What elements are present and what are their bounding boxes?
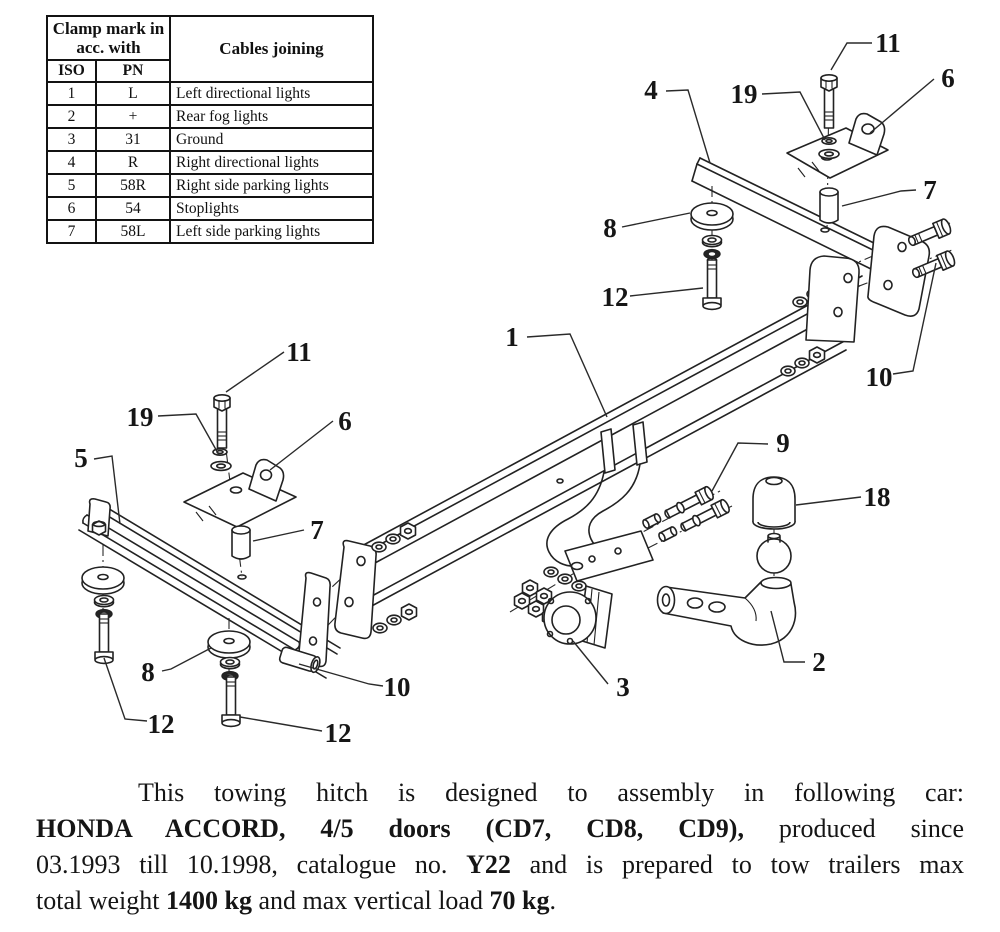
paragraph-line: total weight 1400 kg and max vertical lo…	[36, 883, 964, 919]
emphasized-text: Y22	[466, 850, 511, 879]
part-label-11: 11	[286, 337, 312, 367]
body-text: total weight	[36, 886, 166, 915]
part-washer-disc-8-left-2	[207, 630, 251, 682]
table-header-clamp-mark: Clamp mark in acc. with	[46, 15, 171, 61]
part-rail-left-5	[78, 498, 341, 679]
table-cell: Stoplights	[169, 196, 374, 221]
part-label-12: 12	[602, 282, 629, 312]
part-washer-disc-8-right	[690, 202, 734, 260]
table-cell: Left side parking lights	[169, 219, 374, 244]
table-cell: 4	[46, 150, 97, 175]
table-cell: Ground	[169, 127, 374, 152]
table-header-iso: ISO	[46, 59, 97, 83]
paragraph-line: HONDA ACCORD, 4/5 doors (CD7, CD8, CD9),…	[36, 811, 964, 847]
part-bracket-plate-6-right	[786, 112, 889, 179]
table-header-cables-joining: Cables joining	[169, 15, 374, 83]
paragraph-line: This towing hitch is designed to assembl…	[36, 775, 964, 811]
part-label-7: 7	[923, 175, 937, 205]
table-cell: Left directional lights	[169, 81, 374, 106]
part-rail-right-4	[691, 157, 881, 270]
table-row: 2+Rear fog lights	[46, 104, 374, 129]
table-cell: Right directional lights	[169, 150, 374, 175]
part-label-3: 3	[616, 672, 630, 702]
table-cell: Right side parking lights	[169, 173, 374, 198]
part-bolt-11-right	[820, 74, 838, 129]
part-bolt-12-left-1	[94, 611, 114, 665]
table-cell: +	[95, 104, 171, 129]
part-socket-plate-3	[543, 585, 613, 649]
table-cell: 58R	[95, 173, 171, 198]
crossbar-neck-bracket	[546, 421, 654, 582]
table-cell: 58L	[95, 219, 171, 244]
part-bolts-9	[640, 484, 732, 543]
table-cell: 54	[95, 196, 171, 221]
part-cover-cap-18	[752, 476, 796, 530]
part-label-2: 2	[812, 647, 826, 677]
crossbar-right-end-plates	[805, 225, 931, 343]
table-cell: R	[95, 150, 171, 175]
part-label-6: 6	[338, 406, 352, 436]
emphasized-text: HONDA ACCORD, 4/5 doors (CD7, CD8, CD9),	[36, 814, 744, 843]
part-label-4: 4	[644, 75, 658, 105]
leader-lines	[93, 42, 937, 732]
table-cell: 1	[46, 81, 97, 106]
table-cell: 3	[46, 127, 97, 152]
body-text: .	[549, 886, 556, 915]
table-cell: 5	[46, 173, 97, 198]
part-bolt-11-left	[213, 393, 231, 449]
table-cell: L	[95, 81, 171, 106]
part-label-8: 8	[141, 657, 155, 687]
part-label-10: 10	[384, 672, 411, 702]
part-number-callouts: 11 6 4 19 7 8 12 1 10 11 19 6 5 9 18 7 8 10 12 12 3 2	[74, 28, 955, 748]
part-label-9: 9	[776, 428, 790, 458]
body-text: and max vertical load	[251, 886, 490, 915]
clamp-mark-table: Clamp mark in acc. with Cables joining I…	[46, 15, 374, 244]
part-bracket-plate-6-left	[183, 458, 297, 528]
table-cell: Rear fog lights	[169, 104, 374, 129]
body-text: 03.1993 till 10.1998, catalogue no.	[36, 850, 467, 879]
part-washer-disc-8-left-1	[81, 566, 125, 620]
part-label-12: 12	[148, 709, 175, 739]
body-text: and is prepared to tow trailers max	[510, 850, 964, 879]
emphasized-text: 1400 kg	[165, 886, 252, 915]
part-label-7: 7	[310, 515, 324, 545]
body-text: produced since	[743, 814, 964, 843]
body-text: This towing hitch is designed to assembl…	[138, 778, 964, 807]
table-cell: 2	[46, 104, 97, 129]
table-cell: 7	[46, 219, 97, 244]
part-label-5: 5	[74, 443, 88, 473]
table-cell: 6	[46, 196, 97, 221]
part-label-19: 19	[127, 402, 154, 432]
part-label-18: 18	[864, 482, 891, 512]
part-spacer-7-right	[819, 187, 839, 224]
crossbar-left-support-plate	[334, 539, 377, 640]
part-spacer-7-left	[231, 525, 251, 560]
part-bolt-12-right	[702, 257, 722, 311]
part-label-19: 19	[731, 79, 758, 109]
description-paragraph: This towing hitch is designed to assembl…	[36, 775, 964, 919]
part-washers-19-left	[210, 447, 232, 472]
part-bolt-12-left-2	[221, 674, 241, 728]
part-label-12: 12	[325, 718, 352, 748]
part-label-1: 1	[505, 322, 519, 352]
part-label-11: 11	[875, 28, 901, 58]
part-label-10: 10	[866, 362, 893, 392]
part-label-8: 8	[603, 213, 617, 243]
table-header-pn: PN	[95, 59, 171, 83]
part-towball-arm-2	[656, 532, 797, 646]
paragraph-line: 03.1993 till 10.1998, catalogue no. Y22 …	[36, 847, 964, 883]
part-label-6: 6	[941, 63, 955, 93]
emphasized-text: 70 kg	[489, 886, 550, 915]
table-cell: 31	[95, 127, 171, 152]
